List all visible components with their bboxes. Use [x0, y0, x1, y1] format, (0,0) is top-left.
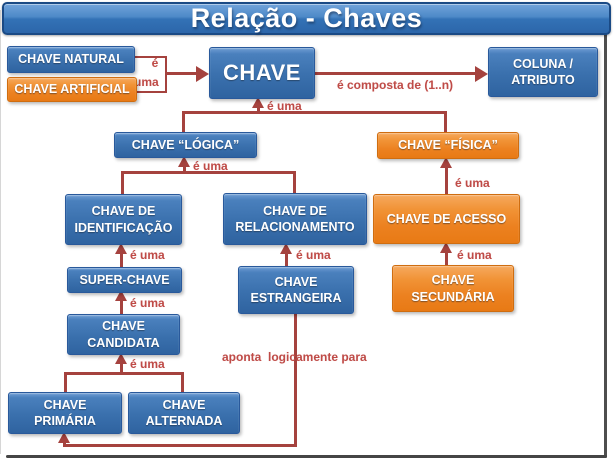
edge-label-e-uma-candidata: é uma: [130, 357, 165, 371]
edge-label-e-uma-acesso: é uma: [457, 248, 492, 262]
node-super-chave: SUPER-CHAVE: [67, 267, 182, 293]
edge-label-e-uma-relacionamento: é uma: [296, 248, 331, 262]
connector-aponta-vertical: [294, 312, 297, 445]
node-label: ATRIBUTO: [511, 73, 575, 87]
node-chave-relacionamento: CHAVE DE RELACIONAMENTO: [223, 193, 367, 245]
node-label: SECUNDÁRIA: [411, 289, 495, 304]
connector-branch-horizontal: [182, 111, 447, 114]
node-label: CANDIDATA: [87, 335, 160, 350]
edge-label-aponta: aponta logicamente para: [222, 350, 367, 364]
slide-frame-left: [0, 10, 1, 454]
edge-label-e-uma-super: é uma: [130, 296, 165, 310]
connector-drop-relacionamento: [293, 173, 296, 193]
node-chave-alternada: CHAVE ALTERNADA: [128, 392, 240, 434]
node-label: SUPER-CHAVE: [79, 272, 170, 287]
node-chave-candidata: CHAVE CANDIDATA: [67, 314, 180, 355]
slide-title-bar: Relação - Chaves: [2, 2, 611, 35]
arrowhead-up-identificacao: [115, 243, 127, 254]
connector-artificial-bracket: [135, 91, 167, 93]
node-label: CHAVE: [274, 274, 318, 289]
node-chave-estrangeira: CHAVE ESTRANGEIRA: [238, 266, 354, 314]
connector-drop-primaria: [64, 374, 67, 392]
arrowhead-up-primaria: [58, 432, 70, 443]
edge-label-e-uma-fisica: é uma: [455, 176, 490, 190]
connector-candidata-horizontal: [64, 372, 184, 375]
node-label: CHAVE: [102, 319, 145, 334]
edge-label-e-uma-identificacao: é uma: [130, 248, 165, 262]
node-label: CHAVE DE: [91, 204, 156, 219]
node-chave-logica: CHAVE “LÓGICA”: [114, 132, 257, 158]
edge-label-e: é: [151, 56, 159, 70]
node-label: CHAVE “FÍSICA”: [398, 138, 498, 153]
edge-label-uma: uma: [134, 75, 159, 89]
connector-super-identificacao: [120, 252, 123, 267]
edge-label-e-uma-chave: é uma: [267, 99, 302, 113]
node-chave-natural: CHAVE NATURAL: [7, 46, 135, 73]
node-label: ESTRANGEIRA: [250, 291, 342, 305]
connector-branch-stem: [257, 106, 260, 113]
node-label: COLUNA /: [513, 56, 573, 71]
node-label: CHAVE NATURAL: [18, 52, 124, 67]
connector-secundaria-acesso: [445, 251, 448, 265]
connector-logica-horizontal: [121, 171, 296, 174]
connector-aponta-horizontal: [63, 444, 297, 447]
connector-candidata-stem: [120, 362, 123, 372]
arrowhead-up-relacionamento: [280, 243, 292, 254]
node-label: RELACIONAMENTO: [235, 220, 355, 234]
node-chave-artificial: CHAVE ARTIFICIAL: [7, 77, 137, 102]
node-label: CHAVE: [431, 273, 475, 288]
connector-logica-stem: [183, 165, 186, 174]
arrowhead-up-fisica: [440, 157, 452, 168]
node-chave-fisica: CHAVE “FÍSICA”: [377, 132, 519, 159]
connector-estrangeira-relacionamento: [285, 252, 288, 266]
node-label: ALTERNADA: [145, 414, 223, 428]
node-label: CHAVE: [43, 397, 87, 412]
connector-bracket-to-chave: [167, 72, 198, 75]
node-label: IDENTIFICAÇÃO: [74, 220, 173, 235]
connector-drop-identificacao: [121, 173, 124, 194]
node-label: CHAVE: [223, 59, 301, 85]
connector-candidata-super: [120, 299, 123, 314]
node-chave-identificacao: CHAVE DE IDENTIFICAÇÃO: [65, 194, 182, 245]
node-label: CHAVE ARTIFICIAL: [14, 82, 130, 97]
arrowhead-into-chave: [196, 66, 209, 82]
edge-label-composta: é composta de (1..n): [337, 78, 454, 92]
slide-frame-right: [604, 8, 607, 458]
node-chave-primaria: CHAVE PRIMÁRIA: [8, 392, 122, 434]
connector-chave-to-coluna: [313, 72, 476, 75]
node-label: CHAVE DE: [263, 203, 327, 218]
node-chave-secundaria: CHAVE SECUNDÁRIA: [392, 265, 514, 312]
node-chave: CHAVE: [209, 47, 315, 99]
node-label: CHAVE DE ACESSO: [386, 211, 507, 226]
edge-label-e-uma-logica: é uma: [193, 159, 228, 173]
connector-bracket-vertical: [165, 56, 167, 93]
connector-acesso-fisica: [445, 166, 448, 194]
arrowhead-into-coluna: [475, 66, 488, 82]
connector-natural-bracket: [133, 56, 167, 58]
arrowhead-up-logica: [178, 156, 190, 167]
page-title: Relação - Chaves: [190, 3, 423, 33]
connector-drop-fisica: [444, 113, 447, 132]
arrowhead-up-chave: [252, 97, 264, 108]
connector-aponta-stem: [63, 441, 66, 446]
arrowhead-up-super: [115, 290, 127, 301]
node-label: PRIMÁRIA: [34, 414, 96, 428]
connector-drop-logica: [182, 113, 185, 132]
arrowhead-up-candidata: [115, 353, 127, 364]
arrowhead-up-acesso: [440, 242, 452, 253]
node-chave-acesso: CHAVE DE ACESSO: [373, 194, 520, 244]
node-label: CHAVE “LÓGICA”: [131, 137, 240, 152]
slide-frame-bottom: [6, 455, 607, 458]
node-label: CHAVE: [162, 397, 206, 412]
connector-drop-alternada: [181, 374, 184, 392]
node-coluna-atributo: COLUNA / ATRIBUTO: [488, 47, 598, 97]
